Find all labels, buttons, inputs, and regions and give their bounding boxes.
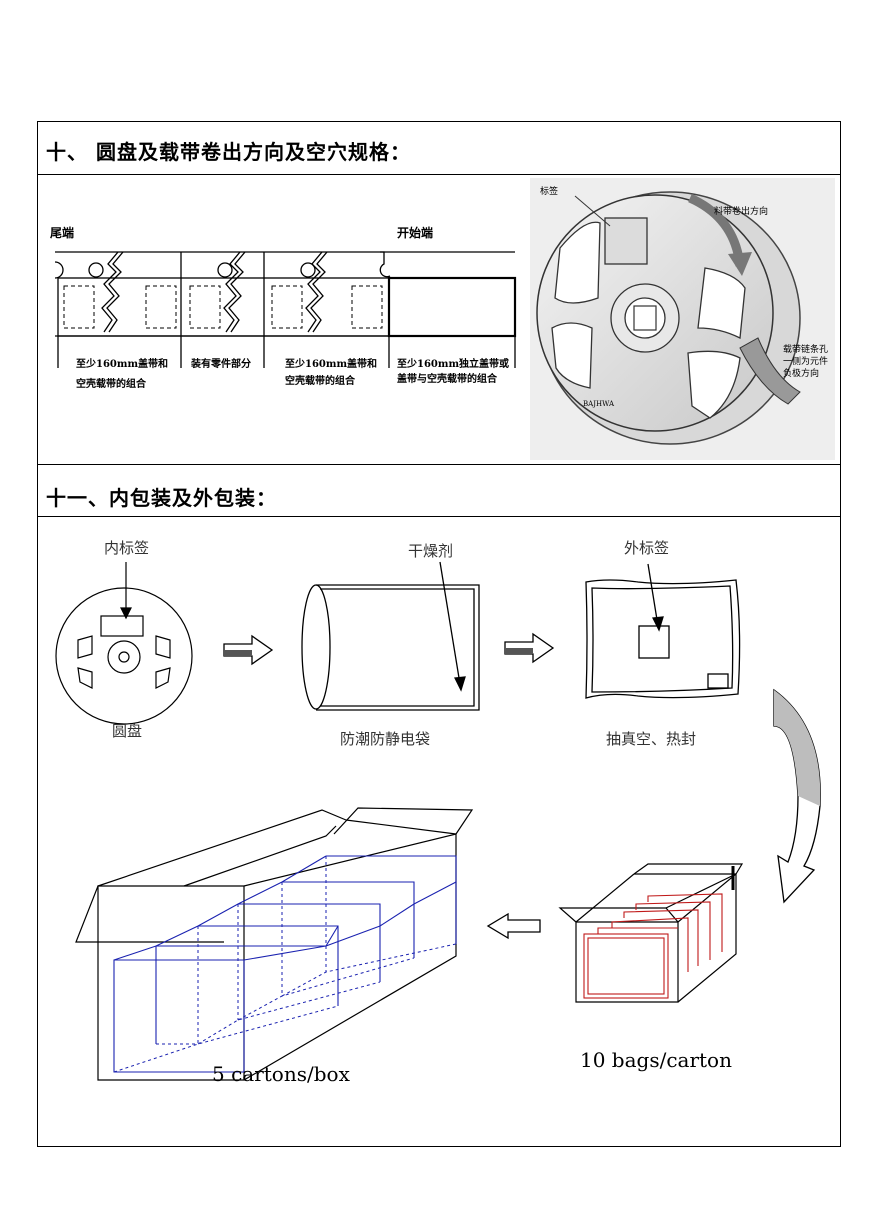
segment-3-line1: 至少160mm盖带和 bbox=[285, 359, 378, 370]
bags-per-carton-text: 10 bags/carton bbox=[580, 1048, 732, 1072]
reel-direction-text: 料带卷出方向 bbox=[714, 207, 769, 217]
section-10-title: 十、 圆盘及载带卷出方向及空穴规格： bbox=[46, 140, 411, 164]
reel-label-text: 标签 bbox=[540, 187, 559, 197]
divider bbox=[37, 516, 841, 517]
reel-illustration bbox=[530, 178, 835, 460]
shipping-box-icon bbox=[75, 807, 474, 1081]
reel-brand-text: BAJHWA bbox=[583, 400, 615, 408]
carrier-tape-diagram bbox=[54, 251, 517, 368]
vacuum-caption: 抽真空、热封 bbox=[606, 730, 697, 748]
divider bbox=[37, 464, 841, 465]
reel-caption: 圆盘 bbox=[112, 722, 143, 740]
document-frame bbox=[37, 121, 841, 1147]
flow-arrow-icon bbox=[223, 634, 274, 666]
start-end-label: 开始端 bbox=[397, 226, 434, 240]
tail-end-label: 尾端 bbox=[50, 226, 75, 240]
segment-2-line1: 装有零件部分 bbox=[191, 359, 251, 370]
outer-label-text: 外标签 bbox=[624, 539, 670, 557]
segment-3-line2: 空壳载带的组合 bbox=[285, 376, 355, 387]
carton-icon bbox=[558, 863, 744, 1003]
segment-4-line2: 盖带与空壳载带的组合 bbox=[397, 374, 497, 385]
reel-note-line1: 载带链条孔 bbox=[783, 345, 829, 355]
curved-arrow-icon bbox=[773, 688, 821, 904]
moisture-bag-icon bbox=[301, 561, 480, 711]
inner-label-text: 内标签 bbox=[104, 539, 150, 557]
segment-1-line1: 至少160mm盖带和 bbox=[76, 359, 169, 370]
divider bbox=[37, 174, 841, 175]
small-reel-icon bbox=[55, 562, 193, 725]
segment-1-line2: 空壳载带的组合 bbox=[76, 379, 146, 390]
bag-caption: 防潮防静电袋 bbox=[340, 730, 431, 748]
segment-4-line1: 至少160mm独立盖带或 bbox=[397, 359, 510, 370]
cartons-per-box-text: 5 cartons/box bbox=[212, 1062, 350, 1086]
sealed-bag-icon bbox=[585, 563, 741, 699]
flow-arrow-icon bbox=[504, 632, 555, 664]
arrow-left-icon bbox=[486, 912, 541, 940]
reel-note-line2: 一侧为元件 bbox=[783, 357, 829, 367]
section-11-title: 十一、内包装及外包装： bbox=[46, 486, 277, 510]
desiccant-text: 干燥剂 bbox=[408, 542, 454, 560]
reel-note-line3: 负极方向 bbox=[783, 369, 820, 379]
